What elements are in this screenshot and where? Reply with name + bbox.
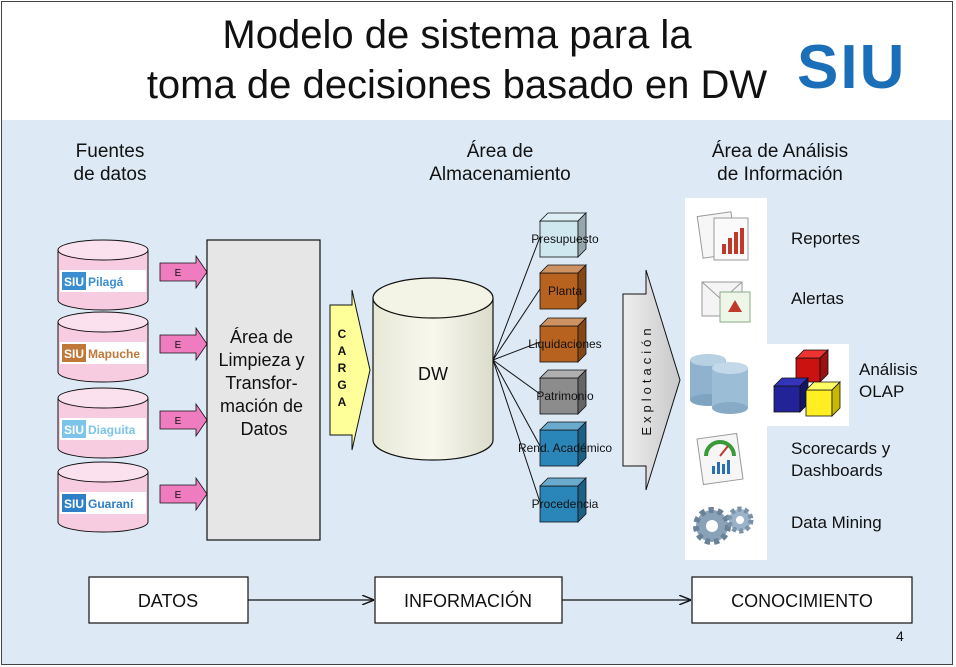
etl-line-2: Limpieza y (218, 350, 304, 370)
report-icon (696, 211, 749, 261)
analysis-header: Área de Análisis de Información (680, 140, 880, 186)
cube-connector-3 (492, 359, 541, 395)
cube-4: Rend. Académico (492, 359, 612, 467)
slide-title: Modelo de sistema para la toma de decisi… (62, 10, 852, 110)
carga-letter-2: R (338, 361, 347, 375)
alert-icon (701, 281, 751, 323)
sources-header: Fuentes de datos (50, 140, 170, 186)
olap-cylinders-icon (690, 354, 748, 414)
cube-label-2: Liquidaciones (528, 337, 601, 351)
source-brand-3: SIU (64, 497, 84, 511)
flow-box-datos (88, 576, 249, 624)
source-logo-1: SIU Mapuche (60, 342, 146, 364)
etl-label: Área de Limpieza y Transfor- mación de D… (218, 327, 309, 439)
extract-label-3: E (175, 490, 182, 501)
dw-cylinder: DW (372, 277, 494, 461)
extract-arrow-3: E (159, 476, 208, 512)
source-name-0: Pilagá (88, 275, 124, 289)
tool-label-alertas: Alertas (791, 289, 844, 308)
cube-3: Patrimonio (492, 359, 594, 415)
cube-label-4: Rend. Académico (518, 441, 612, 455)
source-db-1: SIU Mapuche E (57, 311, 208, 383)
source-brand-2: SIU (64, 423, 84, 437)
cube-connector-1 (492, 288, 541, 361)
source-logo-2: SIU Diaguita (60, 418, 146, 440)
cube-1: Planta (492, 264, 587, 361)
carga-letter-3: G (337, 378, 346, 392)
carga-letter-1: A (338, 344, 347, 358)
source-name-1: Mapuche (88, 347, 140, 361)
extract-label-0: E (175, 268, 182, 279)
title-line-1: Modelo de sistema para la (222, 13, 692, 57)
cube-label-1: Planta (548, 284, 582, 298)
source-db-3: SIU Guaraní E (57, 461, 208, 533)
cube-connector-2 (492, 341, 541, 361)
etl-line-5: Datos (240, 419, 287, 439)
title-area: Modelo de sistema para la toma de decisi… (2, 2, 952, 120)
extract-arrow-1: E (159, 326, 208, 362)
olap-cubes-icon (773, 349, 841, 417)
cubes-group: PresupuestoPlantaLiquidacionesPatrimonio… (492, 212, 612, 523)
cube-label-5: Procedencia (532, 497, 599, 511)
flow-box-informacion (374, 576, 563, 624)
etl-line-4: mación de (220, 396, 303, 416)
sources-header-line2: de datos (73, 164, 147, 185)
tool-label-dashboards: Scorecards y Dashboards (791, 439, 895, 480)
etl-line-1: Área de (230, 327, 293, 347)
explotacion-arrow (622, 269, 681, 491)
cube-label-3: Patrimonio (536, 389, 594, 403)
etl-line-3: Transfor- (225, 373, 297, 393)
carga-letter-0: C (338, 327, 347, 341)
explotacion-label: Explotación (639, 324, 654, 435)
source-name-2: Diaguita (88, 423, 136, 437)
extract-label-2: E (175, 416, 182, 427)
cube-connector-5 (492, 359, 541, 503)
sources-header-line1: Fuentes (75, 141, 145, 162)
extract-arrow-2: E (159, 402, 208, 438)
source-brand-0: SIU (64, 275, 84, 289)
analysis-header-line2: de Información (717, 164, 843, 185)
tool-label-olap: Análisis OLAP (859, 360, 922, 401)
cube-label-0: Presupuesto (531, 232, 599, 246)
flow-label-conocimiento: CONOCIMIENTO (731, 591, 873, 611)
cube-connector-4 (492, 359, 541, 447)
carga-arrow (329, 289, 371, 451)
source-logo-0: SIU Pilagá (60, 270, 146, 292)
siu-logo: SIU (797, 33, 907, 102)
tool-label-reportes: Reportes (791, 229, 860, 248)
cube-5: Procedencia (492, 359, 599, 523)
etl-box (206, 239, 321, 541)
tool-label-datamining: Data Mining (791, 513, 882, 532)
source-brand-1: SIU (64, 347, 84, 361)
storage-header-line2: Almacenamiento (429, 164, 571, 185)
analysis-header-line1: Área de Análisis (711, 141, 849, 162)
source-db-0: SIU Pilagá E (57, 239, 208, 311)
title-line-2: toma de decisiones basado en DW (146, 63, 768, 107)
storage-header: Área de Almacenamiento (410, 140, 590, 186)
flow-label-informacion: INFORMACIÓN (404, 590, 532, 611)
cube-0: Presupuesto (492, 212, 599, 361)
extract-label-1: E (175, 340, 182, 351)
flow-label-datos: DATOS (138, 591, 198, 611)
gears-icon (693, 506, 754, 545)
dw-label: DW (418, 364, 448, 384)
flow-box-conocimiento (691, 576, 913, 624)
cube-connector-0 (492, 236, 541, 361)
cube-2: Liquidaciones (492, 317, 602, 363)
extract-arrow-0: E (159, 254, 208, 290)
storage-header-line1: Área de (466, 141, 534, 162)
source-db-2: SIU Diaguita E (57, 387, 208, 459)
source-logo-3: SIU Guaraní (60, 492, 146, 514)
source-name-3: Guaraní (88, 497, 134, 511)
page-number: 4 (896, 628, 904, 644)
carga-letter-4: A (338, 395, 347, 409)
dashboard-icon (696, 432, 744, 486)
